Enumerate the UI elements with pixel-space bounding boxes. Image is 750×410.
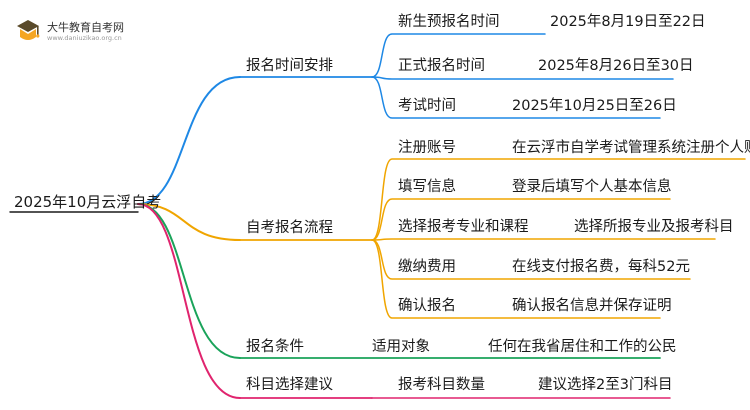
connector-root-to-subject-advice: [137, 203, 241, 399]
conditions-key-eligible: 适用对象: [372, 339, 430, 355]
process-key-confirm: 确认报名: [398, 298, 456, 314]
schedule-value-exam-time: 2025年10月25日至26日: [512, 98, 677, 114]
schedule-key-pre-registration: 新生预报名时间: [398, 14, 500, 30]
process-value-select-major: 选择所报专业及报考科目: [574, 219, 734, 235]
site-logo: 大牛教育自考网 www.daniuzikao.org.cn: [14, 16, 134, 50]
connector-process-item-2: [371, 238, 716, 241]
connector-process-item-1: [371, 198, 671, 241]
connector-root-to-schedule: [137, 76, 241, 205]
branch-label-conditions: 报名条件: [246, 339, 304, 355]
process-key-fill-info: 填写信息: [398, 179, 456, 195]
schedule-key-formal-registration: 正式报名时间: [398, 58, 485, 74]
logo-badge-icon: [17, 20, 40, 40]
subject-advice-value-count: 建议选择2至3门科目: [538, 377, 673, 393]
connector-process-item-4: [371, 239, 661, 319]
branch-label-schedule: 报名时间安排: [246, 58, 333, 74]
branch-label-process: 自考报名流程: [246, 220, 333, 236]
connector-root-to-process: [137, 203, 241, 241]
process-value-register-account: 在云浮市自学考试管理系统注册个人账号: [512, 140, 750, 156]
schedule-key-exam-time: 考试时间: [398, 98, 456, 114]
process-value-pay-fee: 在线支付报名费，每科52元: [512, 259, 690, 275]
connector-schedule-item-0: [371, 33, 546, 78]
logo-url: www.daniuzikao.org.cn: [47, 34, 122, 42]
schedule-value-pre-registration: 2025年8月19日至22日: [550, 14, 706, 30]
process-key-register-account: 注册账号: [398, 140, 456, 156]
process-key-pay-fee: 缴纳费用: [398, 259, 456, 275]
schedule-value-formal-registration: 2025年8月26日至30日: [538, 58, 694, 74]
conditions-value-eligible: 任何在我省居住和工作的公民: [488, 339, 677, 355]
connector-schedule-item-1: [371, 76, 674, 80]
branch-label-subject-advice: 科目选择建议: [246, 377, 333, 393]
logo-title: 大牛教育自考网: [47, 21, 124, 34]
process-key-select-major: 选择报考专业和课程: [398, 219, 529, 235]
root-node-label: 2025年10月云浮自考: [14, 193, 162, 211]
connector-root-to-conditions: [137, 203, 241, 359]
connector-schedule-item-2: [371, 76, 661, 119]
subject-advice-key-count: 报考科目数量: [398, 377, 485, 393]
process-value-fill-info: 登录后填写个人基本信息: [512, 179, 672, 195]
process-value-confirm: 确认报名信息并保存证明: [512, 298, 672, 314]
connector-process-item-0: [371, 158, 746, 241]
